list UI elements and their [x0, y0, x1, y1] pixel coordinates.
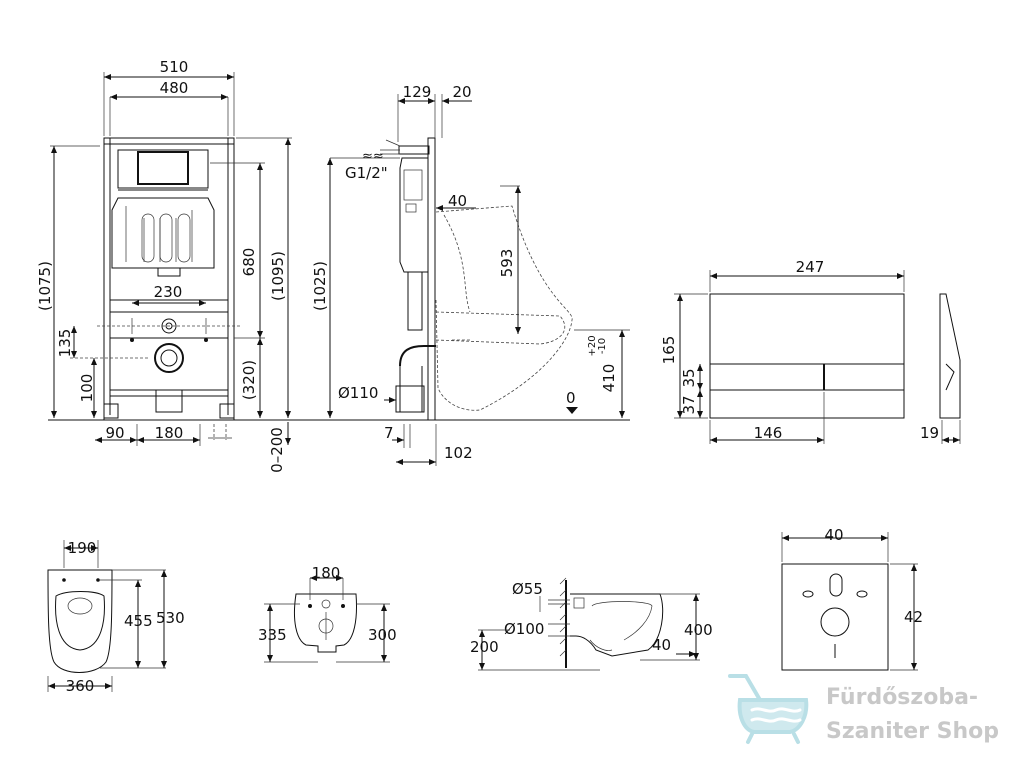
dim-20: 20	[452, 83, 471, 101]
flush-plate: 247 165 35 37 146 19	[660, 258, 961, 444]
dim-1095: (1095)	[269, 251, 287, 301]
dim-110: Ø110	[338, 384, 378, 402]
dim-335: 335	[258, 626, 287, 644]
dim-40-mat: 40	[824, 526, 843, 544]
dim-37: 37	[680, 395, 698, 414]
label-g12: G1/2"	[345, 164, 388, 182]
dim-102: 102	[444, 444, 473, 462]
dim-410: 410	[600, 364, 618, 393]
dim-35: 35	[680, 368, 698, 387]
dim-680: 680	[240, 248, 258, 277]
dim-19: 19	[920, 424, 939, 442]
frame-side-dimensions: 129 20 G1/2" 40 (1025) 593 410 +20 -10 0…	[311, 83, 630, 466]
dim-100: 100	[78, 374, 96, 403]
dim-400: 400	[684, 621, 713, 639]
frame-front-dimensions: 510 480 230 (1075) 135 100 680 (320) (10…	[36, 58, 292, 473]
dim-7: 7	[384, 424, 394, 442]
dim-40-bowl: 40	[652, 636, 671, 654]
dim-410-minus: -10	[597, 338, 608, 354]
dim-455: 455	[124, 612, 153, 630]
dim-480: 480	[160, 79, 189, 97]
dim-230: 230	[154, 283, 183, 301]
dim-40-side: 40	[448, 192, 467, 210]
dim-593: 593	[498, 249, 516, 278]
logo-line2: Szaniter Shop	[826, 719, 999, 744]
dim-90: 90	[105, 424, 124, 442]
dim-1025: (1025)	[311, 261, 329, 311]
dim-0-200: 0–200	[268, 427, 286, 473]
dim-165: 165	[660, 336, 678, 365]
dim-530: 530	[156, 609, 185, 627]
dim-146: 146	[754, 424, 783, 442]
bowl-back-view: 180 335 300	[258, 564, 397, 663]
dim-1075: (1075)	[36, 261, 54, 311]
dim-510: 510	[160, 58, 189, 76]
logo: Fürdőszoba- Szaniter Shop	[728, 674, 999, 744]
dim-247: 247	[796, 258, 825, 276]
dim-410-plus: +20	[587, 335, 598, 356]
dim-190: 190	[68, 539, 97, 557]
sound-mat: 40 42	[781, 526, 923, 671]
dim-100-bowl: Ø100	[504, 620, 544, 638]
label-zero: 0	[566, 389, 576, 407]
svg-text:≈≈: ≈≈	[362, 149, 384, 164]
dim-200: 200	[470, 638, 499, 656]
bathtub-icon	[728, 674, 809, 744]
dim-320: (320)	[240, 360, 258, 400]
bowl-side-view: Ø55 Ø100 200 400 40	[470, 577, 713, 671]
dim-360: 360	[66, 677, 95, 695]
logo-line1: Fürdőszoba-	[826, 685, 978, 710]
dim-42: 42	[904, 608, 923, 626]
frame-front-view	[97, 137, 240, 440]
dim-129: 129	[403, 83, 432, 101]
frame-side-view: ≈≈	[362, 137, 573, 421]
dim-55: Ø55	[512, 580, 543, 598]
bowl-top-view: 190 455 530 360	[47, 539, 185, 695]
dim-180-bowl: 180	[312, 564, 341, 582]
dim-300: 300	[368, 626, 397, 644]
dim-180: 180	[155, 424, 184, 442]
dim-135: 135	[56, 329, 74, 358]
